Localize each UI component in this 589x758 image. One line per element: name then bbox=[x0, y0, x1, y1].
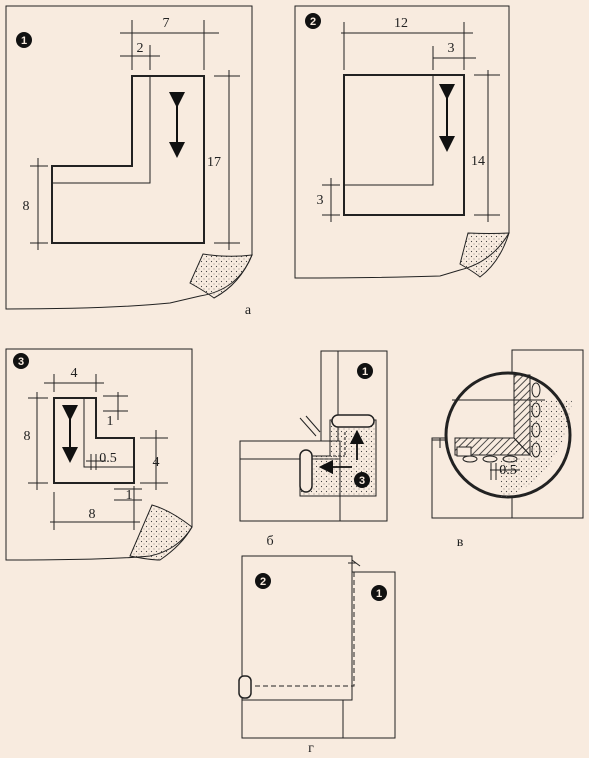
page-curl bbox=[189, 253, 253, 299]
dim-0-5-seam: 0.5 bbox=[499, 463, 517, 478]
pattern-1-badge-text: 1 bbox=[21, 35, 27, 47]
dim-1-notch: 1 bbox=[107, 414, 114, 429]
dim-0-5: 0.5 bbox=[99, 451, 117, 466]
caption-v: в bbox=[457, 535, 464, 550]
dim-14: 14 bbox=[471, 154, 485, 169]
pattern-1-shape bbox=[51, 75, 205, 244]
hatched-fold-horizontal bbox=[454, 437, 532, 456]
panel-g-badge-1-text: 1 bbox=[376, 588, 382, 600]
pattern-3-inner-line bbox=[83, 398, 134, 468]
panel-g-badge-2 bbox=[255, 573, 271, 589]
caption-g: г bbox=[308, 741, 314, 756]
pattern-3-shape bbox=[53, 397, 135, 484]
panel-g-drawing bbox=[238, 555, 396, 739]
pattern-2-shape bbox=[343, 74, 465, 216]
pattern-2-inner-line bbox=[344, 75, 434, 186]
caption-b: б bbox=[266, 534, 273, 549]
pattern-1-sheet bbox=[5, 5, 253, 310]
dim-8: 8 bbox=[23, 199, 30, 214]
panel-b-badge-3 bbox=[354, 472, 370, 488]
piece-2 bbox=[241, 555, 353, 701]
page-curl bbox=[129, 504, 193, 561]
fold-tab bbox=[238, 675, 252, 699]
panel-b-badge-3-text: 3 bbox=[359, 475, 365, 487]
panel-v-drawing bbox=[431, 349, 584, 519]
pattern-1-inner-line bbox=[52, 76, 151, 184]
dim-3: 3 bbox=[448, 41, 455, 56]
pattern-2-sheet bbox=[294, 5, 510, 279]
dim-1-bottom: 1 bbox=[126, 488, 133, 503]
dotted-fill bbox=[500, 400, 572, 497]
pattern-2-badge-text: 2 bbox=[310, 16, 316, 28]
dim-4-right: 4 bbox=[153, 455, 160, 470]
dim-12: 12 bbox=[394, 16, 408, 31]
fold-tab-left bbox=[299, 449, 313, 493]
dim-3-left: 3 bbox=[317, 193, 324, 208]
dim-8-bottom: 8 bbox=[89, 507, 96, 522]
pattern-2-badge bbox=[305, 13, 321, 29]
pattern-3-badge-text: 3 bbox=[18, 356, 24, 368]
dim-4-top: 4 bbox=[71, 366, 78, 381]
fold-tab-top bbox=[331, 414, 375, 428]
pattern-1-badge bbox=[16, 32, 32, 48]
dim-8-left: 8 bbox=[24, 429, 31, 444]
pattern-3-sheet bbox=[5, 348, 193, 561]
piece-2-edge bbox=[241, 700, 395, 739]
dim-2: 2 bbox=[137, 41, 144, 56]
dim-17: 17 bbox=[207, 155, 221, 170]
panel-g-badge-1 bbox=[371, 585, 387, 601]
panel-b-badge-1-text: 1 bbox=[362, 366, 368, 378]
panel-g-badge-2-text: 2 bbox=[260, 576, 266, 588]
caption-a: а bbox=[245, 303, 252, 318]
dim-7: 7 bbox=[163, 16, 170, 31]
page-curl bbox=[459, 232, 510, 278]
panel-b-badge-1 bbox=[357, 363, 373, 379]
seam-fold-tab bbox=[456, 446, 472, 457]
pattern-3-badge bbox=[13, 353, 29, 369]
seam-line bbox=[252, 572, 355, 687]
